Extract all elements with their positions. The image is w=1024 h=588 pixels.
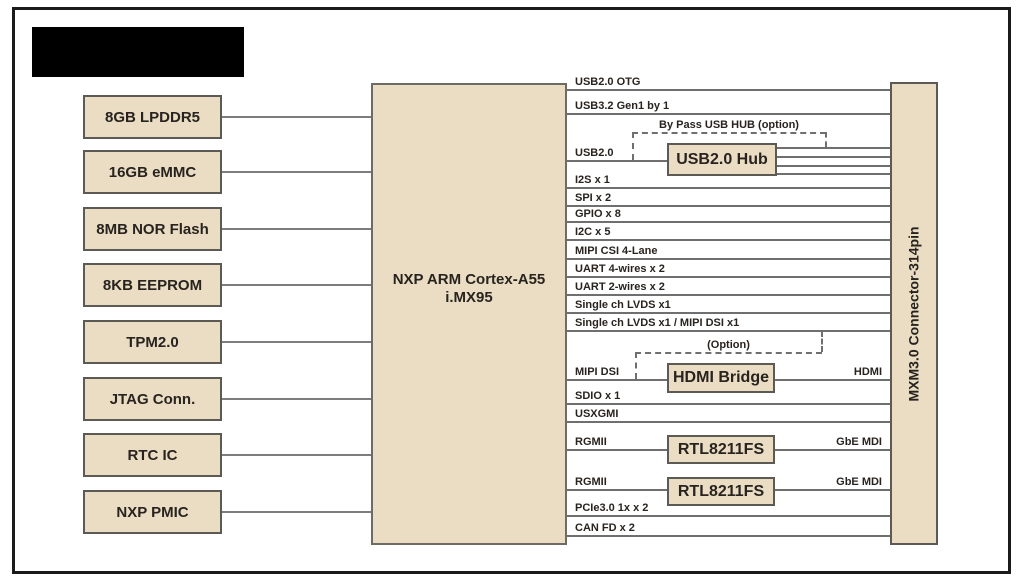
signal-label-lvds1: Single ch LVDS x1	[575, 299, 671, 311]
usb-bypass-dashed-left	[632, 132, 634, 160]
peripheral-box-emmc: 16GB eMMC	[83, 150, 222, 194]
hub-out-line-3	[777, 165, 890, 167]
hdmi-bridge-label: HDMI Bridge	[673, 369, 769, 386]
signal-line-spi	[567, 205, 890, 207]
peripheral-label: 8KB EEPROM	[102, 276, 203, 294]
signal-line-usb2-otg	[567, 89, 890, 91]
ethernet-phy-chip-1: RTL8211FS	[667, 435, 775, 464]
hdmi-bypass-dashed-left	[635, 352, 637, 379]
bridge-out-line-hdmi	[775, 379, 890, 381]
signal-label-usxgmi: USXGMI	[575, 408, 619, 420]
signal-label-usb32: USB3.2 Gen1 by 1	[575, 100, 670, 112]
logo-redacted	[32, 27, 244, 77]
hdmi-bridge-chip: HDMI Bridge	[667, 363, 775, 393]
signal-line-gpio	[567, 221, 890, 223]
connector-line-eeprom	[222, 284, 371, 286]
signal-label-gpio: GPIO x 8	[575, 208, 621, 220]
signal-line-dsi-to-bridge	[567, 379, 668, 381]
signal-label-pcie: PCIe3.0 1x x 2	[575, 502, 649, 514]
signal-line-uart4	[567, 276, 890, 278]
peripheral-label: NXP PMIC	[116, 503, 189, 521]
signal-label-uart4: UART 4-wires x 2	[575, 263, 665, 275]
phy2-out-line-gbe	[775, 489, 890, 491]
signal-label-mipi-csi: MIPI CSI 4-Lane	[575, 245, 658, 257]
signal-label-uart2: UART 2-wires x 2	[575, 281, 665, 293]
connector-line-jtag	[222, 398, 371, 400]
cpu-label-line2: i.MX95	[445, 289, 493, 306]
signal-label-i2c: I2C x 5	[575, 226, 611, 238]
peripheral-box-tpm: TPM2.0	[83, 320, 222, 364]
peripheral-label: TPM2.0	[126, 333, 179, 351]
peripheral-box-eeprom: 8KB EEPROM	[83, 263, 222, 307]
signal-line-canfd	[567, 535, 890, 537]
peripheral-box-lpddr5: 8GB LPDDR5	[83, 95, 222, 139]
hdmi-bypass-caption: (Option)	[707, 339, 750, 351]
right-label-hdmi: HDMI	[853, 366, 882, 378]
signal-line-rgmii2-to-phy	[567, 489, 668, 491]
peripheral-label: 16GB eMMC	[108, 163, 197, 181]
phy1-out-line-gbe	[775, 449, 890, 451]
signal-label-canfd: CAN FD x 2	[575, 522, 635, 534]
signal-label-lvds-dsi: Single ch LVDS x1 / MIPI DSI x1	[575, 317, 740, 329]
cpu-label: NXP ARM Cortex-A55 i.MX95	[393, 271, 546, 307]
connector-line-emmc	[222, 171, 371, 173]
usb-bypass-dashed-right	[825, 132, 827, 147]
signal-line-pcie	[567, 515, 890, 517]
connector-line-norflash	[222, 228, 371, 230]
peripheral-label: 8GB LPDDR5	[104, 108, 201, 126]
signal-line-usb32	[567, 113, 890, 115]
connector-line-lpddr5	[222, 116, 371, 118]
signal-line-i2s	[567, 187, 890, 189]
signal-label-rgmii1: RGMII	[575, 436, 607, 448]
usb-hub-chip: USB2.0 Hub	[667, 143, 777, 176]
signal-line-usb2-to-hub	[567, 160, 668, 162]
usb-bypass-caption: By Pass USB HUB (option)	[659, 119, 799, 131]
hdmi-bypass-dashed-line	[635, 352, 822, 354]
signal-line-sdio	[567, 403, 890, 405]
signal-label-sdio: SDIO x 1	[575, 390, 621, 402]
signal-line-lvds-dsi	[567, 330, 890, 332]
signal-line-lvds1	[567, 312, 890, 314]
signal-label-spi: SPI x 2	[575, 192, 612, 204]
right-label-gbe-2: GbE MDI	[836, 476, 882, 488]
signal-line-rgmii1-to-phy	[567, 449, 668, 451]
ethernet-phy-label: RTL8211FS	[677, 482, 765, 500]
signal-line-mipi-csi	[567, 258, 890, 260]
usb-bypass-dashed-line	[632, 132, 826, 134]
hub-out-line-2	[777, 156, 890, 158]
connector-line-pmic	[222, 511, 371, 513]
diagram-border	[12, 7, 1011, 574]
cpu-block: NXP ARM Cortex-A55 i.MX95	[371, 83, 567, 545]
peripheral-label: RTC IC	[127, 446, 178, 464]
mxm-connector-label: MXM3.0 Connector-314pin	[906, 225, 922, 402]
signal-line-i2c	[567, 239, 890, 241]
hub-out-line-4	[777, 173, 890, 175]
ethernet-phy-label: RTL8211FS	[677, 440, 765, 458]
hub-out-line-1	[777, 147, 890, 149]
mxm-connector-block: MXM3.0 Connector-314pin	[890, 82, 938, 545]
hdmi-bypass-dashed-right	[821, 331, 823, 352]
connector-line-rtc	[222, 454, 371, 456]
signal-label-i2s: I2S x 1	[575, 174, 610, 186]
signal-line-usxgmi	[567, 421, 890, 423]
peripheral-box-norflash: 8MB NOR Flash	[83, 207, 222, 251]
ethernet-phy-chip-2: RTL8211FS	[667, 477, 775, 506]
signal-label-rgmii2: RGMII	[575, 476, 607, 488]
peripheral-box-jtag: JTAG Conn.	[83, 377, 222, 421]
peripheral-label: JTAG Conn.	[109, 390, 196, 408]
connector-line-tpm	[222, 341, 371, 343]
right-label-gbe-1: GbE MDI	[836, 436, 882, 448]
signal-label-usb2-otg: USB2.0 OTG	[575, 76, 641, 88]
signal-label-usb2: USB2.0	[575, 147, 614, 159]
cpu-label-line1: NXP ARM Cortex-A55	[392, 271, 546, 288]
peripheral-box-rtc: RTC IC	[83, 433, 222, 477]
peripheral-label: 8MB NOR Flash	[96, 220, 209, 238]
peripheral-box-pmic: NXP PMIC	[83, 490, 222, 534]
signal-line-uart2	[567, 294, 890, 296]
usb-hub-label: USB2.0 Hub	[676, 150, 768, 168]
signal-label-mipi-dsi: MIPI DSI	[575, 366, 620, 378]
